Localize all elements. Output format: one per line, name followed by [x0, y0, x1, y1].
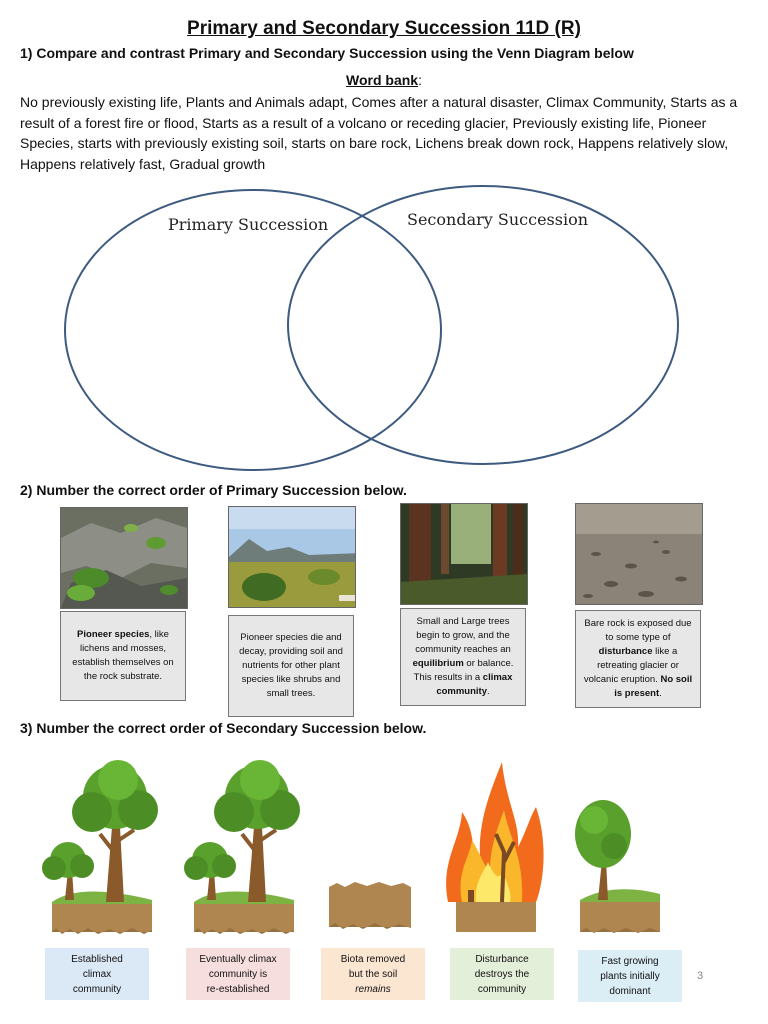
venn-diagram: Primary Succession Secondary Succession — [64, 185, 679, 471]
caption-line: climax — [82, 968, 112, 980]
page-number: 3 — [697, 970, 704, 982]
caption-run: Bare rock is exposed due to some type of — [584, 618, 692, 643]
word-bank-label: Word bank — [346, 72, 419, 88]
fire-icon — [446, 762, 544, 932]
caption-line: Established — [71, 953, 123, 965]
primary-card-3-caption: Small and Large trees begin to grow, and… — [400, 608, 526, 706]
caption-line: re-established — [206, 983, 270, 995]
caption-run: . — [487, 686, 490, 697]
caption-run: Small and Large trees begin to grow, and… — [415, 616, 511, 655]
forest-photo — [400, 503, 528, 605]
venn-label-primary: Primary Succession — [168, 215, 328, 234]
secondary-stage-4-caption: Disturbance destroys the community — [450, 948, 554, 1000]
venn-label-secondary: Secondary Succession — [407, 210, 588, 229]
secondary-stage-2-caption: Eventually climax community is re-establis… — [186, 948, 290, 1000]
caption-bold-term: equilibrium — [412, 658, 464, 669]
caption-run: , like lichens and mosses, establish the… — [72, 629, 174, 682]
caption-bold-term: No soil is present — [614, 674, 693, 699]
caption-bold-term: disturbance — [598, 646, 653, 657]
caption-text: Pioneer species die and decay, providing… — [235, 631, 347, 701]
caption-line: Fast growing — [601, 955, 659, 967]
secondary-stage-3-caption: Biota removed but the soil remains — [321, 948, 425, 1000]
primary-card-4-caption: Bare rock is exposed due to some type of… — [575, 610, 701, 708]
caption-line: destroys the — [474, 968, 530, 980]
caption-line: plants initially — [600, 970, 660, 982]
question-1-prompt: 1) Compare and contrast Primary and Seco… — [20, 45, 634, 61]
caption-run: . — [659, 688, 662, 699]
word-bank-text: No previously existing life, Plants and … — [20, 94, 738, 172]
caption-text: Small and Large trees begin to grow, and… — [407, 615, 519, 699]
venn-circle-secondary — [287, 185, 679, 465]
page-title: Primary and Secondary Succession 11D (R) — [187, 18, 581, 39]
primary-card-1-caption: Pioneer species, like lichens and mosses… — [60, 611, 186, 701]
caption-line: Disturbance — [475, 953, 529, 965]
question-2-prompt: 2) Number the correct order of Primary S… — [20, 482, 407, 498]
question-3-prompt: 3) Number the correct order of Secondary… — [20, 720, 427, 736]
caption-line: Eventually climax — [199, 953, 277, 965]
primary-card-2-caption: Pioneer species die and decay, providing… — [228, 615, 354, 717]
large-tree-and-shrub-icon — [184, 760, 300, 934]
word-bank-heading: Word bank: — [0, 72, 768, 88]
caption-bold-term: climax community — [436, 672, 513, 697]
venn-circle-primary — [64, 189, 442, 471]
caption-run: Pioneer species die and decay, providing… — [239, 632, 343, 699]
secondary-stage-1-caption: Established climax community — [45, 948, 149, 1000]
bare-soil-icon — [329, 882, 411, 929]
caption-bold-term: Pioneer species — [77, 629, 150, 640]
caption-line: community — [72, 983, 122, 995]
caption-line: dominant — [609, 985, 651, 997]
caption-line: remains — [355, 983, 391, 995]
word-bank-colon: : — [418, 72, 422, 88]
caption-line: Biota removed — [340, 953, 406, 965]
caption-line: but the soil — [348, 968, 398, 980]
caption-text: Pioneer species, like lichens and mosses… — [67, 628, 179, 684]
caption-run: or balance. This results in a — [413, 658, 514, 683]
caption-line: community is — [208, 968, 268, 980]
caption-text: Bare rock is exposed due to some type of… — [582, 617, 694, 701]
shrubland-photo — [228, 506, 356, 608]
large-tree-and-shrub-icon — [42, 760, 158, 934]
bare-rock-photo — [575, 503, 703, 605]
mossy-rock-photo — [60, 507, 188, 609]
caption-run: like a retreating glacier or volcanic er… — [583, 646, 679, 685]
secondary-stage-5-caption: Fast growing plants initially dominant — [578, 950, 682, 1002]
small-tree-icon — [575, 800, 660, 933]
caption-line: community — [477, 983, 527, 995]
